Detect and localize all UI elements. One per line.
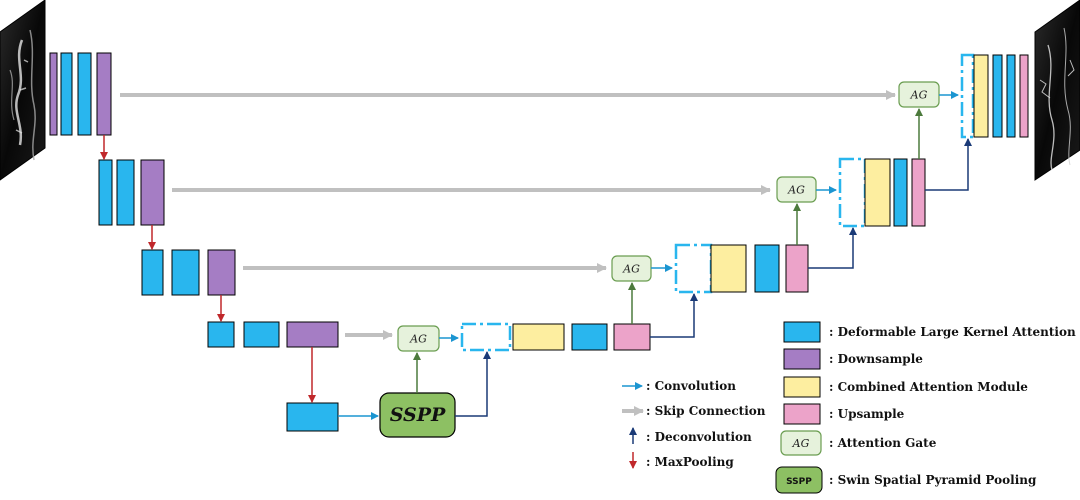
- concat-outline-1: [960, 53, 975, 139]
- output-image: [1034, 0, 1080, 181]
- deconv-arrow-2: [925, 138, 972, 191]
- enc3-dlka-block-1: [141, 249, 164, 296]
- sspp-module: SSPP: [379, 392, 456, 438]
- legend-label-cam: : Combined Attention Module: [829, 380, 1028, 394]
- ag-label: AG: [910, 89, 928, 102]
- bottleneck-dlka-block: [286, 402, 339, 432]
- legend-label-sspp: : Swin Spatial Pyramid Pooling: [829, 473, 1037, 487]
- legend-ag-symbol: AG: [792, 437, 810, 450]
- enc2-dlka-block-2: [116, 159, 135, 226]
- attention-gate-3: AG: [611, 255, 652, 282]
- input-image: [0, 0, 46, 181]
- enc1-dlka-block-2: [77, 52, 92, 136]
- deconv-arrow-4: [650, 293, 698, 338]
- dec2-dlka-block: [893, 158, 908, 227]
- dec1-dlka-block-2: [1006, 54, 1016, 138]
- deconv-arrow-bottleneck: [455, 351, 491, 417]
- dec2-cam-block: [864, 158, 891, 227]
- legend-arrows: : Convolution : Skip Connection : Deconv…: [622, 379, 766, 469]
- concat-outline-2: [838, 157, 867, 228]
- enc3-downsample-block: [207, 249, 236, 296]
- attention-gate-1: AG: [898, 81, 940, 108]
- dec3-dlka-block: [754, 244, 780, 293]
- legend-label-attention-gate: : Attention Gate: [829, 436, 937, 450]
- deconv-arrow-3: [808, 227, 857, 269]
- dec4-dlka-block: [571, 323, 608, 351]
- legend-item-convolution: : Convolution: [622, 379, 736, 393]
- legend-label-deconvolution: : Deconvolution: [646, 430, 752, 444]
- enc2-dlka-block-1: [98, 159, 113, 226]
- attention-gate-2: AG: [776, 176, 817, 203]
- legend-item-maxpooling: : MaxPooling: [629, 452, 734, 469]
- legend-label-downsample: : Downsample: [829, 352, 923, 366]
- enc1-downsample-block-a: [49, 52, 58, 136]
- legend-label-maxpooling: : MaxPooling: [646, 455, 734, 469]
- legend-label-dlka: : Deformable Large Kernel Attention: [829, 325, 1076, 339]
- attention-gate-4: AG: [397, 325, 440, 352]
- enc1-dlka-block-1: [60, 52, 73, 136]
- concat-outline-3: [674, 243, 713, 294]
- legend-item-dlka: : Deformable Large Kernel Attention: [783, 321, 1076, 343]
- legend-item-skip-connection: : Skip Connection: [622, 404, 766, 418]
- enc2-downsample-block: [140, 159, 165, 226]
- dec1-cam-block: [973, 54, 989, 138]
- enc1-downsample-block: [96, 52, 112, 136]
- enc4-dlka-block-1: [207, 321, 235, 348]
- legend-item-deconvolution: : Deconvolution: [629, 427, 752, 444]
- dec1-dlka-block-1: [992, 54, 1003, 138]
- ag-label: AG: [622, 263, 640, 276]
- dec3-cam-block: [710, 244, 747, 293]
- legend-label-convolution: : Convolution: [646, 379, 736, 393]
- dec4-upsample-block: [613, 323, 651, 351]
- legend-label-upsample: : Upsample: [829, 407, 905, 421]
- sspp-label: SSPP: [390, 404, 446, 426]
- dec3-upsample-block: [785, 244, 809, 293]
- legend-blocks: : Deformable Large Kernel Attention : Do…: [775, 321, 1076, 494]
- concat-outline-4: [460, 322, 512, 352]
- enc4-downsample-block: [286, 321, 339, 348]
- legend-item-sspp: SSPP : Swin Spatial Pyramid Pooling: [775, 466, 1037, 494]
- dec4-cam-block: [512, 323, 565, 351]
- legend-item-downsample: : Downsample: [783, 348, 923, 370]
- legend-sspp-symbol: SSPP: [786, 477, 812, 487]
- ag-label: AG: [409, 333, 427, 346]
- legend-item-attention-gate: AG : Attention Gate: [780, 430, 937, 456]
- dec2-upsample-block: [911, 158, 926, 227]
- legend-item-cam: : Combined Attention Module: [783, 376, 1028, 398]
- enc3-dlka-block-2: [171, 249, 200, 296]
- enc4-dlka-block-2: [243, 321, 280, 348]
- legend-label-skip-connection: : Skip Connection: [646, 404, 766, 418]
- legend-item-upsample: : Upsample: [783, 403, 905, 425]
- dec1-upsample-block: [1019, 54, 1029, 138]
- ag-label: AG: [787, 184, 805, 197]
